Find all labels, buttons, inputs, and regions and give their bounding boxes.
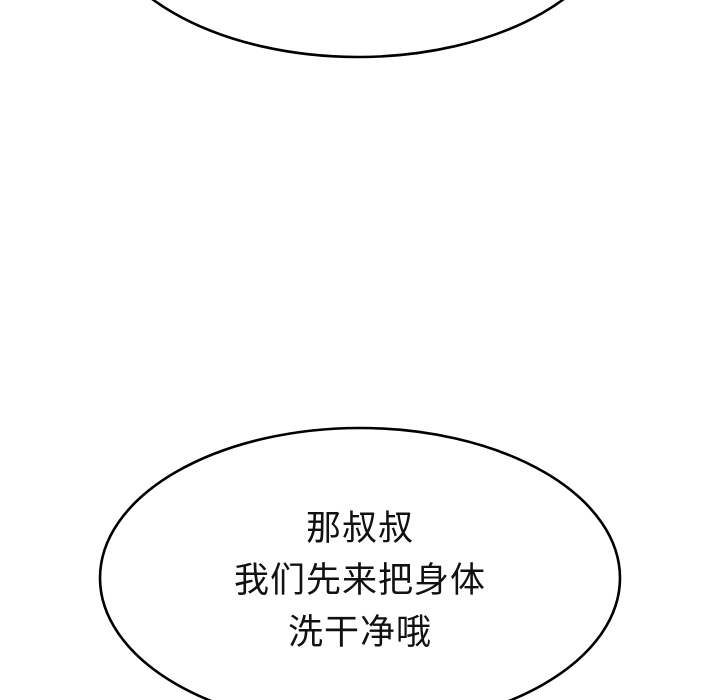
dialogue-line-3: 洗干净哦 [287, 613, 432, 653]
top-speech-bubble [151, 0, 565, 59]
bottom-speech-bubble [98, 426, 622, 700]
dialogue-line-1: 那叔叔 [305, 509, 414, 549]
bottom-bubble-dialogue: 那叔叔 我们先来把身体 洗干净哦 [160, 503, 560, 659]
dialogue-line-2: 我们先来把身体 [233, 561, 486, 601]
